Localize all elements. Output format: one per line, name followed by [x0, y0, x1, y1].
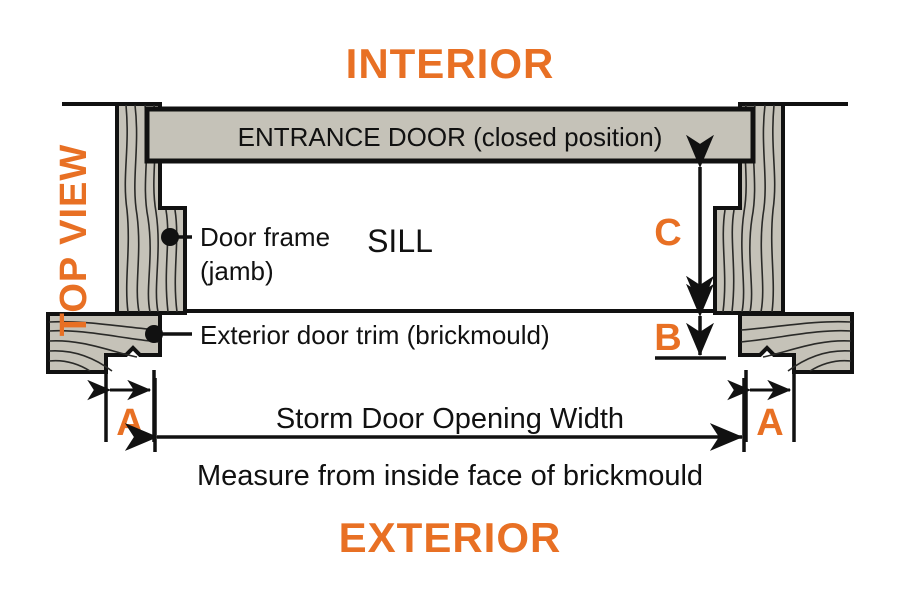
jamb-label-line2: (jamb) [200, 256, 274, 286]
entrance-door-bar: ENTRANCE DOOR (closed position) [144, 106, 756, 164]
dimension-b: B [654, 283, 726, 360]
dimension-c-letter: C [654, 212, 681, 254]
callout-jamb: Door frame (jamb) [161, 222, 330, 286]
sill-label: SILL [367, 223, 433, 259]
callout-brickmould: Exterior door trim (brickmould) [145, 320, 550, 350]
jamb-label-line1: Door frame [200, 222, 330, 252]
jamb-callout-dot [161, 228, 179, 246]
interior-heading: INTERIOR [346, 40, 555, 87]
dimension-a-left-letter: A [116, 402, 143, 444]
opening-width-note: Measure from inside face of brickmould [197, 460, 703, 492]
dimension-b-letter: B [654, 317, 681, 359]
opening-width-dimension: Storm Door Opening Width Measure from in… [124, 378, 746, 492]
right-brickmould [738, 312, 854, 374]
dimension-c: C [654, 134, 714, 310]
entrance-door-label: ENTRANCE DOOR (closed position) [238, 122, 663, 152]
opening-width-title: Storm Door Opening Width [276, 403, 624, 435]
brickmould-callout-dot [145, 325, 163, 343]
exterior-heading: EXTERIOR [339, 514, 562, 561]
dimension-a-left: A [87, 370, 156, 444]
dimension-a-right: A [727, 370, 796, 444]
dimension-a-right-letter: A [756, 402, 783, 444]
top-view-label: TOP VIEW [53, 144, 95, 336]
brickmould-label: Exterior door trim (brickmould) [200, 320, 550, 350]
right-brickmould-grain [740, 320, 852, 372]
